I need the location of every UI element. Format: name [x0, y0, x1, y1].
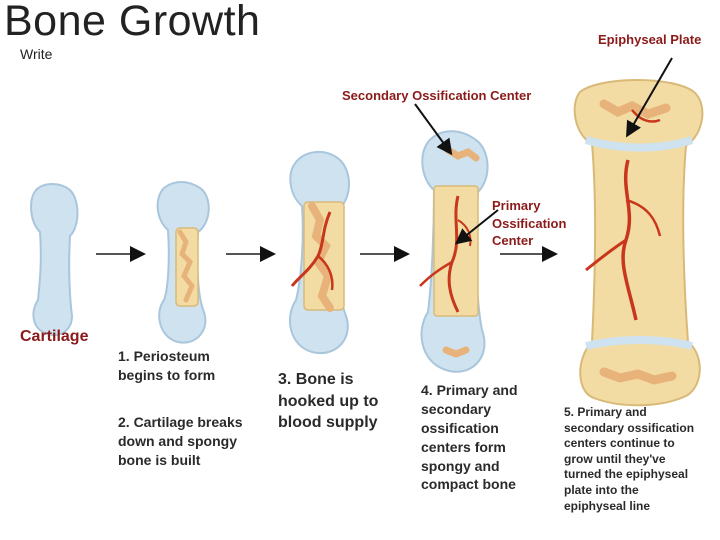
step-1-text: 1. Periosteum begins to form: [118, 347, 215, 385]
step-4-line: centers form: [421, 438, 518, 457]
step-4-line: ossification: [421, 419, 518, 438]
step-5-line: turned the epiphyseal: [564, 467, 694, 483]
step-2-line: bone is built: [118, 451, 243, 470]
step-4-line: 4. Primary and: [421, 381, 518, 400]
label-primary-line-2: Ossification: [492, 215, 566, 233]
step-5-text: 5. Primary and secondary ossification ce…: [564, 405, 694, 514]
step-4-line: secondary: [421, 400, 518, 419]
stage-3-bone: [290, 152, 349, 353]
step-2-text: 2. Cartilage breaks down and spongy bone…: [118, 413, 243, 470]
step-5-line: centers continue to: [564, 436, 694, 452]
step-5-line: epiphyseal line: [564, 499, 694, 515]
step-1-line: begins to form: [118, 366, 215, 385]
label-primary-line-3: Center: [492, 232, 566, 250]
step-5-line: secondary ossification: [564, 421, 694, 437]
step-3-line: 3. Bone is: [278, 369, 378, 391]
step-3-line: hooked up to: [278, 391, 378, 413]
stage-2-bone: [158, 182, 209, 343]
step-5-line: plate into the: [564, 483, 694, 499]
step-3-line: blood supply: [278, 412, 378, 434]
step-2-line: 2. Cartilage breaks: [118, 413, 243, 432]
label-primary-ossification-center: Primary Ossification Center: [492, 197, 566, 250]
stage-5-bone: [575, 80, 703, 405]
label-epiphyseal-plate: Epiphyseal Plate: [598, 31, 701, 49]
step-5-line: 5. Primary and: [564, 405, 694, 421]
step-5-line: grow until they've: [564, 452, 694, 468]
step-2-line: down and spongy: [118, 432, 243, 451]
step-1-line: 1. Periosteum: [118, 347, 215, 366]
label-secondary-ossification-center: Secondary Ossification Center: [342, 87, 531, 105]
label-cartilage: Cartilage: [20, 326, 88, 348]
label-primary-line-1: Primary: [492, 197, 566, 215]
step-4-line: spongy and: [421, 457, 518, 476]
step-3-text: 3. Bone is hooked up to blood supply: [278, 369, 378, 434]
stage-1-cartilage-bone: [31, 184, 77, 335]
step-4-line: compact bone: [421, 475, 518, 494]
stage-4-bone: [420, 131, 488, 372]
step-4-text: 4. Primary and secondary ossification ce…: [421, 381, 518, 494]
